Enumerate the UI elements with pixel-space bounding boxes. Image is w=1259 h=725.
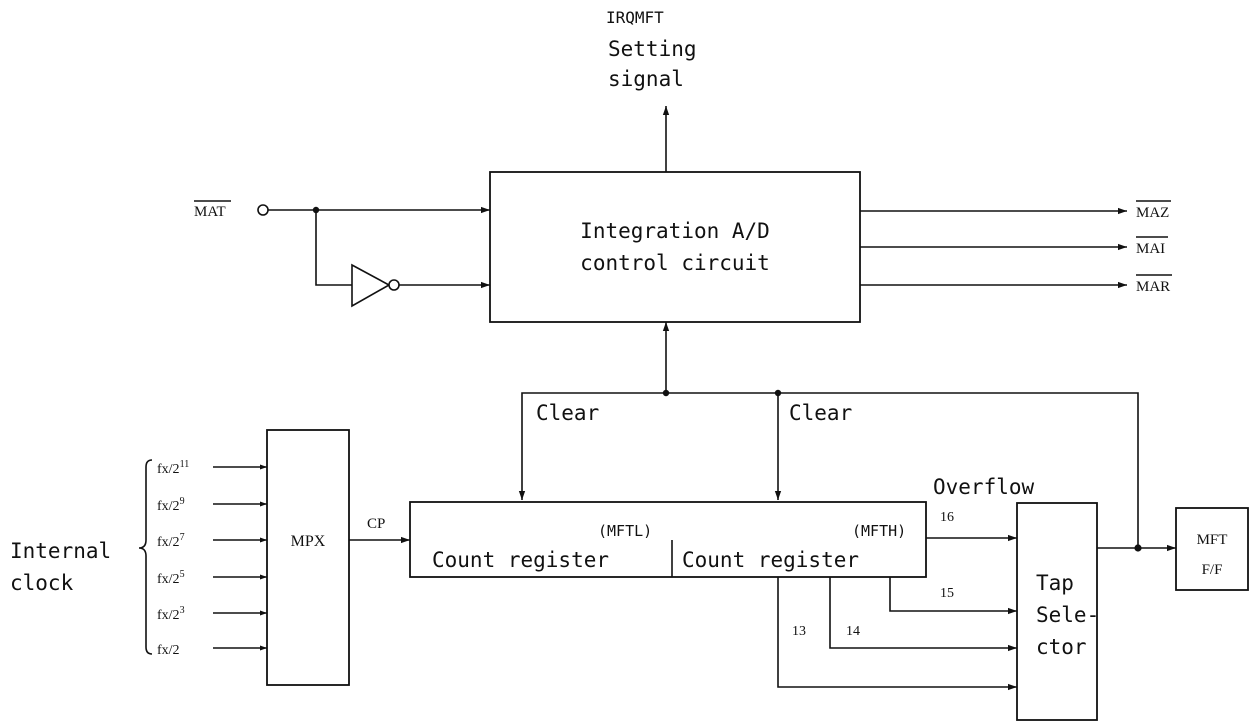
- count-register-low-label: Count register: [432, 548, 609, 572]
- clock-input-label: fx/27: [157, 532, 185, 550]
- tap-number-16: 16: [940, 510, 954, 525]
- mpx-label: MPX: [291, 533, 326, 550]
- clock-input-label: fx/211: [157, 459, 189, 477]
- mpx-block: [266, 429, 350, 686]
- clear-label-low: Clear: [536, 401, 599, 425]
- clock-input-label: fx/2: [157, 643, 180, 658]
- maz-label: MAZ: [1136, 205, 1169, 221]
- tap-line-13: [777, 577, 1017, 691]
- mfth-tag: (MFTH): [852, 522, 906, 540]
- setting-label: Setting: [608, 37, 697, 61]
- output-junction: [1134, 544, 1142, 552]
- control-circuit-label: control circuit: [580, 251, 770, 275]
- tap-selector-label-2: Sele-: [1036, 603, 1099, 627]
- bus-junction-right: [774, 389, 782, 397]
- tap-number-13: 13: [792, 624, 806, 639]
- inverter: [351, 263, 391, 308]
- signal-label: signal: [608, 67, 684, 91]
- inverter-bubble: [388, 279, 400, 291]
- internal-clock-label: Internal: [10, 539, 111, 563]
- mat-input-label: MAT: [194, 204, 226, 220]
- tap-selector-label-1: Tap: [1036, 571, 1074, 595]
- clock-brace: [138, 459, 153, 655]
- mat-branch: [315, 210, 352, 286]
- tap-selector-label-3: ctor: [1036, 635, 1087, 659]
- cp-label: CP: [367, 516, 385, 532]
- mft-label: MFT: [1197, 532, 1228, 548]
- tap-selector-block: [1016, 502, 1098, 721]
- ff-label: F/F: [1202, 562, 1223, 578]
- irqmft-label: IRQMFT: [606, 8, 664, 27]
- integration-label: Integration A/D: [580, 219, 770, 243]
- mai-label: MAI: [1136, 241, 1165, 257]
- count-register-block: [409, 501, 927, 578]
- tap-line-14: [829, 577, 1017, 652]
- clock-input-label: fx/29: [157, 496, 185, 514]
- overflow-label: Overflow: [933, 475, 1035, 499]
- clear-label-high: Clear: [789, 401, 852, 425]
- tap-line-15: [889, 577, 1017, 615]
- clear-bus: [518, 392, 1139, 548]
- mar-label: MAR: [1136, 279, 1170, 295]
- count-register-high-label: Count register: [682, 548, 859, 572]
- tap-number-14: 14: [846, 624, 860, 639]
- integration-ad-control-block: [489, 171, 861, 323]
- clock-input-label: fx/23: [157, 605, 185, 623]
- clock-input-label: fx/25: [157, 569, 185, 587]
- mat-terminal: [257, 204, 269, 216]
- mftl-tag: (MFTL): [598, 522, 652, 540]
- internal-clock-label-2: clock: [10, 571, 74, 595]
- bus-junction-left: [662, 389, 670, 397]
- tap-number-15: 15: [940, 586, 954, 601]
- mft-ff-block: [1175, 507, 1249, 591]
